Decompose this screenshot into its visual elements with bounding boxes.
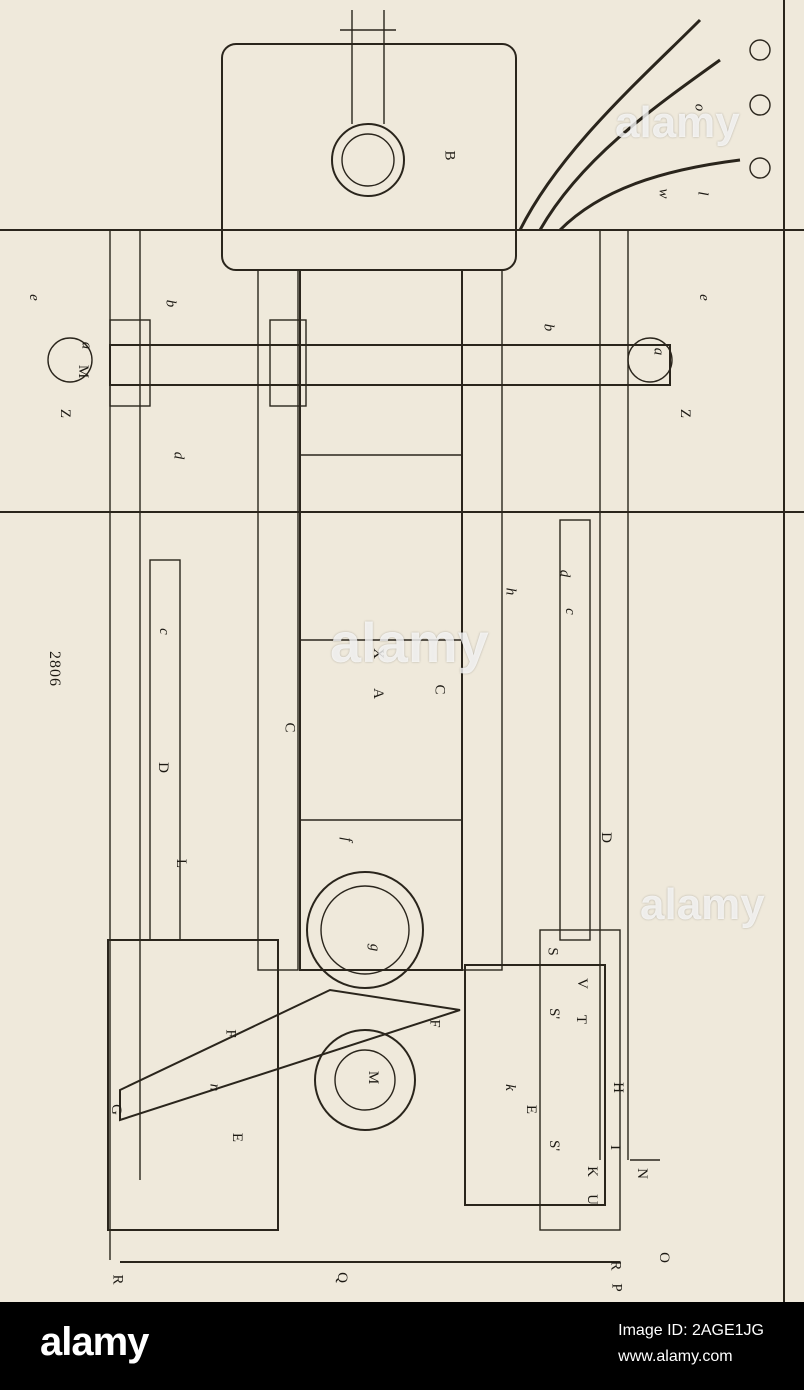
label-k: k	[501, 1084, 518, 1091]
label-H: H	[609, 1082, 626, 1093]
label-P: P	[608, 1283, 625, 1292]
label-b-2: b	[540, 323, 557, 332]
label-R-2: R	[607, 1260, 624, 1271]
footer-meta: Image ID: 2AGE1JG www.alamy.com	[618, 1318, 764, 1370]
label-Z-2: Z	[677, 408, 694, 419]
pump-d-left	[149, 559, 181, 941]
footer-bar: alamy Image ID: 2AGE1JG www.alamy.com	[0, 1302, 804, 1390]
watermark-center: alamy	[330, 611, 489, 674]
cylinder-e-right	[464, 964, 606, 1206]
label-F: F	[222, 1029, 239, 1038]
figure-number: 2806	[46, 651, 63, 687]
label-G: G	[107, 1104, 124, 1115]
label-K: K	[583, 1166, 600, 1177]
label-g: g	[366, 943, 383, 952]
watermark-bottom: alamy	[640, 880, 765, 929]
frame-left	[257, 269, 299, 971]
bearing-mid	[269, 319, 307, 407]
image-id: Image ID: 2AGE1JG	[618, 1322, 764, 1339]
label-R: R	[109, 1274, 126, 1285]
label-f: f	[338, 837, 355, 842]
label-e: e	[25, 294, 42, 301]
steam-pipes	[518, 18, 741, 232]
label-M-2: M	[75, 364, 92, 379]
label-b: b	[162, 299, 179, 308]
label-C-2: C	[431, 684, 448, 695]
label-E-2: E	[523, 1104, 540, 1115]
crank-wheel-m	[314, 1029, 416, 1131]
label-L: L	[173, 858, 190, 869]
label-B: B	[441, 150, 458, 161]
cylinder-b	[221, 43, 517, 271]
bearing-left	[109, 319, 151, 407]
label-w: w	[655, 188, 672, 199]
label-A: A	[369, 688, 386, 699]
label-N: N	[633, 1168, 650, 1179]
label-I: I	[607, 1145, 623, 1150]
label-n: n	[206, 1083, 223, 1092]
label-D: D	[154, 762, 171, 773]
valve-box	[539, 929, 621, 1231]
label-S-prime: S'	[546, 1007, 563, 1020]
cylinder-b-port	[331, 123, 405, 197]
label-Q: Q	[333, 1272, 350, 1283]
eccentric-g	[306, 871, 424, 989]
label-d-2: d	[170, 451, 187, 460]
frame-right	[461, 269, 503, 971]
label-c: c	[155, 628, 172, 635]
crosshead-bar	[109, 344, 671, 386]
cylinder-e-left	[107, 939, 279, 1231]
label-S: S	[544, 947, 561, 956]
label-c-2: c	[561, 608, 578, 615]
label-F-2: F	[426, 1019, 443, 1028]
pump-d-right	[559, 519, 591, 941]
label-d: d	[556, 569, 573, 578]
label-T: T	[573, 1014, 590, 1025]
engine-drawing	[0, 0, 804, 1302]
label-M: M	[365, 1070, 382, 1085]
label-h: h	[502, 587, 519, 596]
label-E: E	[229, 1132, 246, 1143]
watermark-top: alamy	[615, 98, 740, 147]
label-S-prime-2: S'	[546, 1139, 563, 1152]
connecting-rod-f	[119, 988, 461, 1122]
footer-logo: alamy	[40, 1320, 149, 1364]
label-a-2: a	[650, 347, 667, 356]
label-a: a	[78, 341, 95, 350]
label-l: l	[694, 191, 711, 196]
label-C: C	[281, 722, 298, 733]
label-e-2: e	[695, 294, 712, 301]
site-url: www.alamy.com	[618, 1348, 733, 1365]
engine-engraving: B X A C C D D E E F F G H I K L M M N O …	[0, 0, 804, 1302]
label-O: O	[655, 1252, 672, 1263]
label-D-2: D	[597, 832, 614, 843]
label-V: V	[573, 978, 590, 989]
label-Z: Z	[57, 408, 74, 419]
label-U: U	[583, 1194, 600, 1205]
